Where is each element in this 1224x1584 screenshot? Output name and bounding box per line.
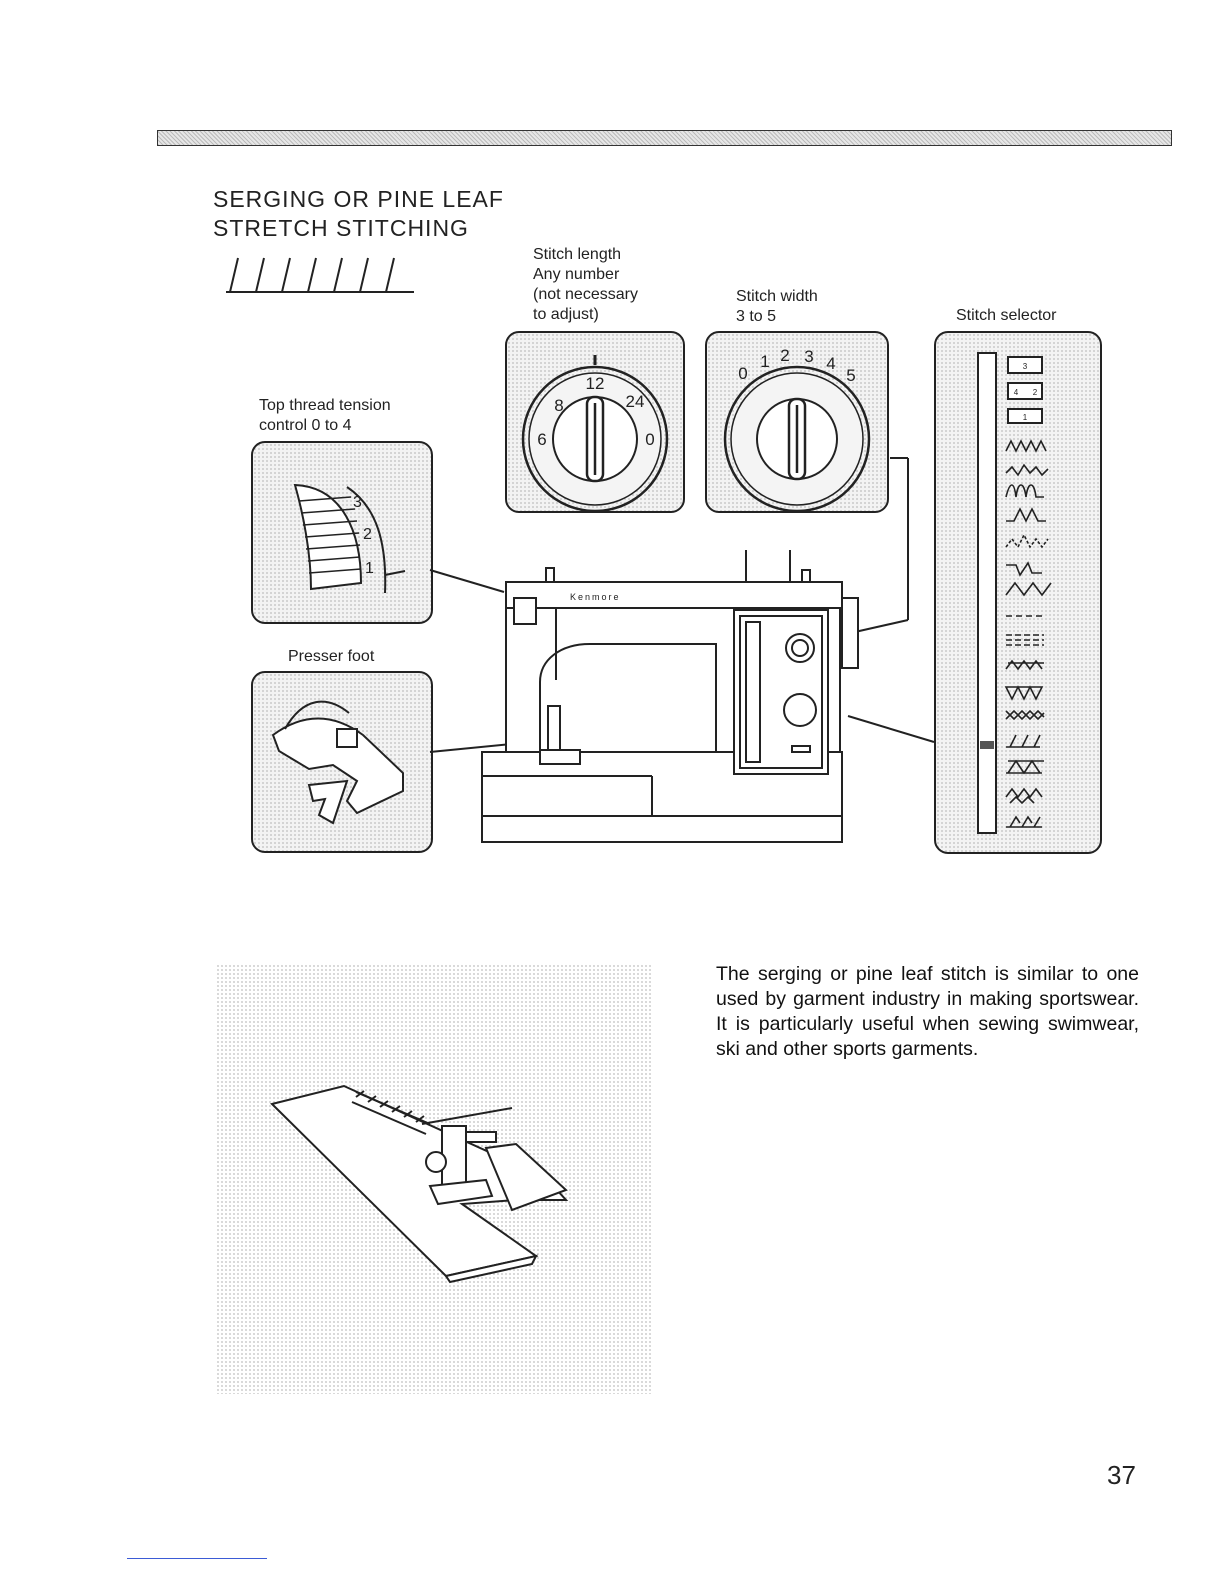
title-line-1: SERGING OR PINE LEAF <box>213 186 504 212</box>
stitch-width-caption: Stitch width 3 to 5 <box>736 287 818 327</box>
stitch-length-caption: Stitch length Any number (not necessary … <box>533 245 638 325</box>
stitch-pattern-icon <box>1006 789 1042 803</box>
length-mark-6: 6 <box>537 430 546 449</box>
selector-mark-1: 1 <box>1023 413 1028 422</box>
title-line-2: STRETCH STITCHING <box>213 215 469 241</box>
stitch-pattern-icon <box>1006 465 1048 475</box>
stitch-pattern-icon <box>1006 441 1046 451</box>
length-mark-0: 0 <box>645 430 654 449</box>
stitch-pattern-icon <box>1006 535 1048 547</box>
width-mark-4: 4 <box>826 354 835 373</box>
stitch-selector-panel: 3 4 2 1 <box>934 331 1102 854</box>
length-mark-24: 24 <box>626 392 645 411</box>
length-mark-8: 8 <box>554 396 563 415</box>
presser-foot-icon <box>253 673 431 851</box>
width-mark-3: 3 <box>804 347 813 366</box>
tension-caption: Top thread tension control 0 to 4 <box>259 396 391 436</box>
stitch-pattern-icon <box>1006 735 1040 747</box>
stitch-selector-caption: Stitch selector <box>956 306 1056 326</box>
width-mark-1: 1 <box>760 352 769 371</box>
machine-brand: Kenmore <box>570 592 621 602</box>
stitch-pattern-icon <box>1006 563 1042 575</box>
selector-mark-2: 2 <box>1033 388 1038 397</box>
tension-mark-2: 2 <box>363 526 372 543</box>
stitch-pattern-icon <box>1006 509 1046 521</box>
stitch-pattern-icon <box>1006 635 1044 645</box>
width-mark-0: 0 <box>738 364 747 383</box>
width-mark-2: 2 <box>780 346 789 365</box>
stitch-pattern-icon <box>1006 711 1044 719</box>
selector-mark-3: 3 <box>1023 362 1028 371</box>
stitch-pattern-icon <box>1006 485 1044 497</box>
presser-foot-panel <box>251 671 433 853</box>
header-rule <box>157 130 1172 146</box>
stitch-pattern-icon <box>1006 661 1044 669</box>
tension-dial-icon: 3 2 1 <box>253 443 431 622</box>
fabric-illustration <box>216 964 652 1394</box>
description-text: The serging or pine leaf stitch is simil… <box>716 962 1139 1062</box>
fabric-illustration-panel <box>216 964 652 1394</box>
stitch-pattern-icon <box>1006 817 1042 827</box>
page-title: SERGING OR PINE LEAF STRETCH STITCHING <box>213 185 504 243</box>
stitch-pattern-icon <box>1006 687 1042 699</box>
stitch-pattern-icon <box>1006 761 1044 773</box>
leader-line <box>848 716 934 742</box>
width-mark-5: 5 <box>846 366 855 385</box>
stitch-sample-icon <box>224 252 424 298</box>
page-number: 37 <box>1107 1460 1136 1491</box>
stitch-pattern-icon <box>1006 583 1051 595</box>
stitch-selector-chart: 3 4 2 1 <box>936 333 1100 852</box>
length-mark-12: 12 <box>586 374 605 393</box>
tension-dial-panel: 3 2 1 <box>251 441 433 624</box>
sewing-machine-diagram: Kenmore <box>420 450 940 860</box>
leader-line <box>430 570 504 592</box>
tension-mark-3: 3 <box>353 494 362 511</box>
footer-line <box>127 1558 267 1559</box>
presser-foot-caption: Presser foot <box>288 647 374 667</box>
tension-mark-1: 1 <box>365 560 374 577</box>
selector-mark-4: 4 <box>1014 388 1019 397</box>
